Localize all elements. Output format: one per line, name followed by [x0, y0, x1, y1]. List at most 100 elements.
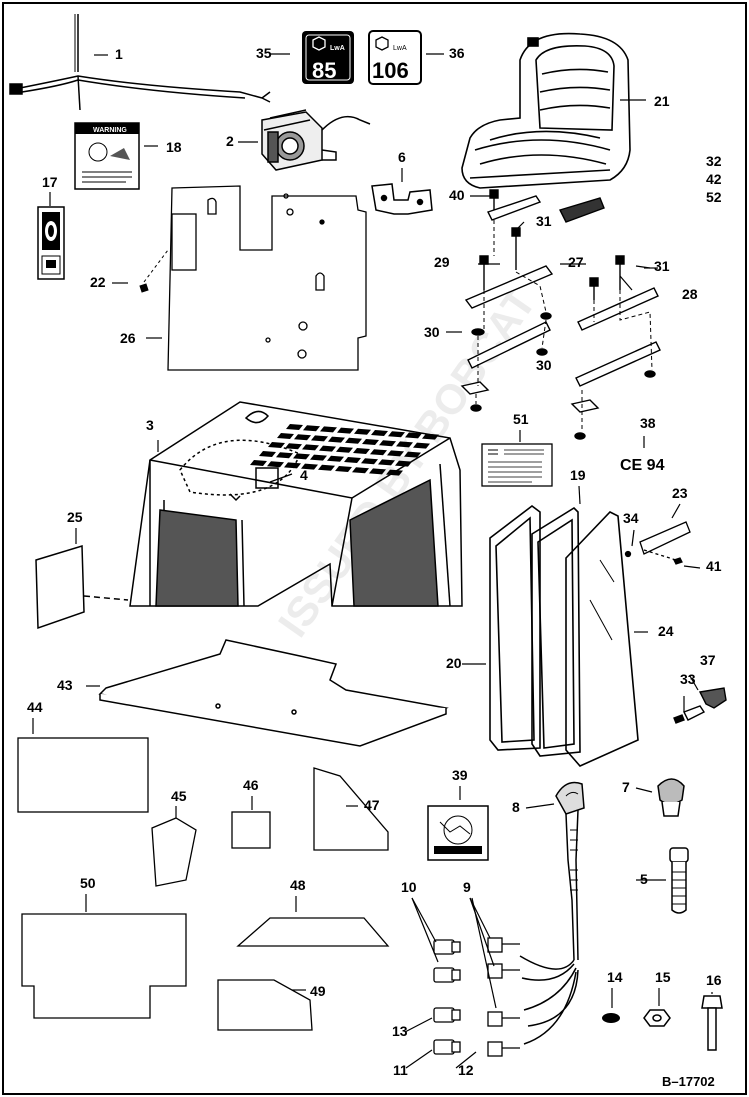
leader-line: [515, 221, 525, 231]
ce-mark: CE 94: [620, 457, 665, 474]
windows: [489, 504, 639, 767]
callout-leader-lines: [32, 53, 713, 1069]
callout-41: 41: [706, 558, 722, 574]
roof-slot: [370, 449, 387, 456]
callout-27: 27: [568, 254, 584, 270]
callout-47: 47: [364, 797, 380, 813]
callout-21: 21: [654, 93, 670, 109]
callout-8: 8: [512, 799, 520, 815]
roof-slot: [395, 460, 412, 467]
drawing-reference-number: B–17702: [662, 1074, 715, 1089]
part-floor-mat: [98, 639, 449, 747]
leader-line: [635, 265, 651, 269]
roof-slot: [386, 469, 403, 476]
callout-25: 25: [67, 509, 83, 525]
leader-line: [689, 675, 699, 691]
part-pad-25: [35, 544, 129, 630]
callout-30: 30: [424, 324, 440, 340]
roof-slot: [354, 428, 371, 435]
part-pad-47: [17, 737, 149, 813]
leader-line: [469, 897, 495, 967]
part-bracket: [371, 183, 433, 215]
roof-slot: [405, 432, 422, 439]
roof-slot: [250, 460, 267, 466]
leader-line: [455, 1051, 477, 1069]
part-backup-alarm: [261, 109, 371, 171]
callout-42: 42: [706, 171, 722, 187]
part-pad-48: [217, 979, 313, 1031]
callout-36: 36: [449, 45, 465, 61]
part-bolt-16: [701, 995, 723, 1051]
leader-line: [411, 897, 439, 963]
part-sound-decal-106: LwA 106: [368, 30, 422, 85]
roof-slot: [362, 439, 379, 445]
connector-row: [433, 963, 520, 983]
part-operator-cab: [129, 401, 463, 607]
roof-slot: [318, 464, 335, 471]
roof-slot: [344, 457, 361, 463]
connectors: [433, 937, 520, 1057]
callout-4: 4: [300, 467, 308, 483]
callout-38: 38: [640, 415, 656, 431]
leader-line: [578, 485, 581, 505]
part-control-handle: [519, 781, 585, 1045]
roof-slot: [387, 450, 404, 457]
roof-slot: [327, 455, 344, 462]
roof-slot: [303, 425, 320, 432]
part-pad-44: [151, 817, 197, 887]
roof-slot: [285, 443, 302, 450]
leader-line: [405, 1049, 433, 1069]
callout-51: 51: [513, 411, 529, 427]
part-pad-46: [231, 811, 271, 849]
callout-9: 9: [463, 879, 471, 895]
callout-6: 6: [398, 149, 406, 165]
callout-32: 32: [706, 153, 722, 169]
roof-slot: [294, 434, 311, 441]
roof-slot: [353, 448, 370, 454]
roof-slot: [310, 454, 327, 461]
part-window-20: [489, 504, 541, 751]
roof-slot: [335, 466, 352, 472]
roof-slot: [379, 440, 396, 447]
leader-line: [619, 275, 633, 291]
callout-23: 23: [672, 485, 688, 501]
callout-14: 14: [607, 969, 623, 985]
roof-slot: [345, 437, 362, 444]
roof-slot: [286, 424, 303, 430]
leader-line: [683, 565, 701, 569]
sound-level-85: 85: [312, 58, 336, 83]
connector-row: [433, 937, 520, 955]
roof-slot: [293, 453, 310, 460]
roof-slot: [277, 433, 294, 439]
roof-slot: [311, 435, 328, 442]
part-warning-decal: WARNING: [74, 122, 140, 190]
leader-line: [635, 787, 653, 793]
callout-18: 18: [166, 139, 182, 155]
part-window-19: [531, 506, 581, 757]
callout-10: 10: [401, 879, 417, 895]
part-latch: [673, 687, 727, 724]
callout-43: 43: [57, 677, 73, 693]
roof-slot: [267, 461, 284, 468]
callout-40: 40: [449, 187, 465, 203]
part-seat: [461, 32, 631, 189]
callout-31: 31: [536, 213, 552, 229]
roof-slot: [336, 446, 353, 453]
callout-19: 19: [570, 467, 586, 483]
part-window-strip: [624, 521, 691, 565]
leader-line: [671, 503, 681, 519]
part-side-panel: [167, 185, 367, 371]
roof-slot: [369, 468, 386, 475]
roof-slot: [337, 427, 354, 434]
part-pad-49: [236, 917, 390, 947]
roof-slot: [422, 433, 439, 440]
warning-label: WARNING: [93, 127, 127, 134]
callout-5: 5: [640, 871, 648, 887]
callout-33: 33: [680, 671, 696, 687]
roof-slot: [319, 445, 336, 452]
lwa-label: LwA: [393, 45, 407, 52]
roof-slot: [301, 463, 318, 470]
